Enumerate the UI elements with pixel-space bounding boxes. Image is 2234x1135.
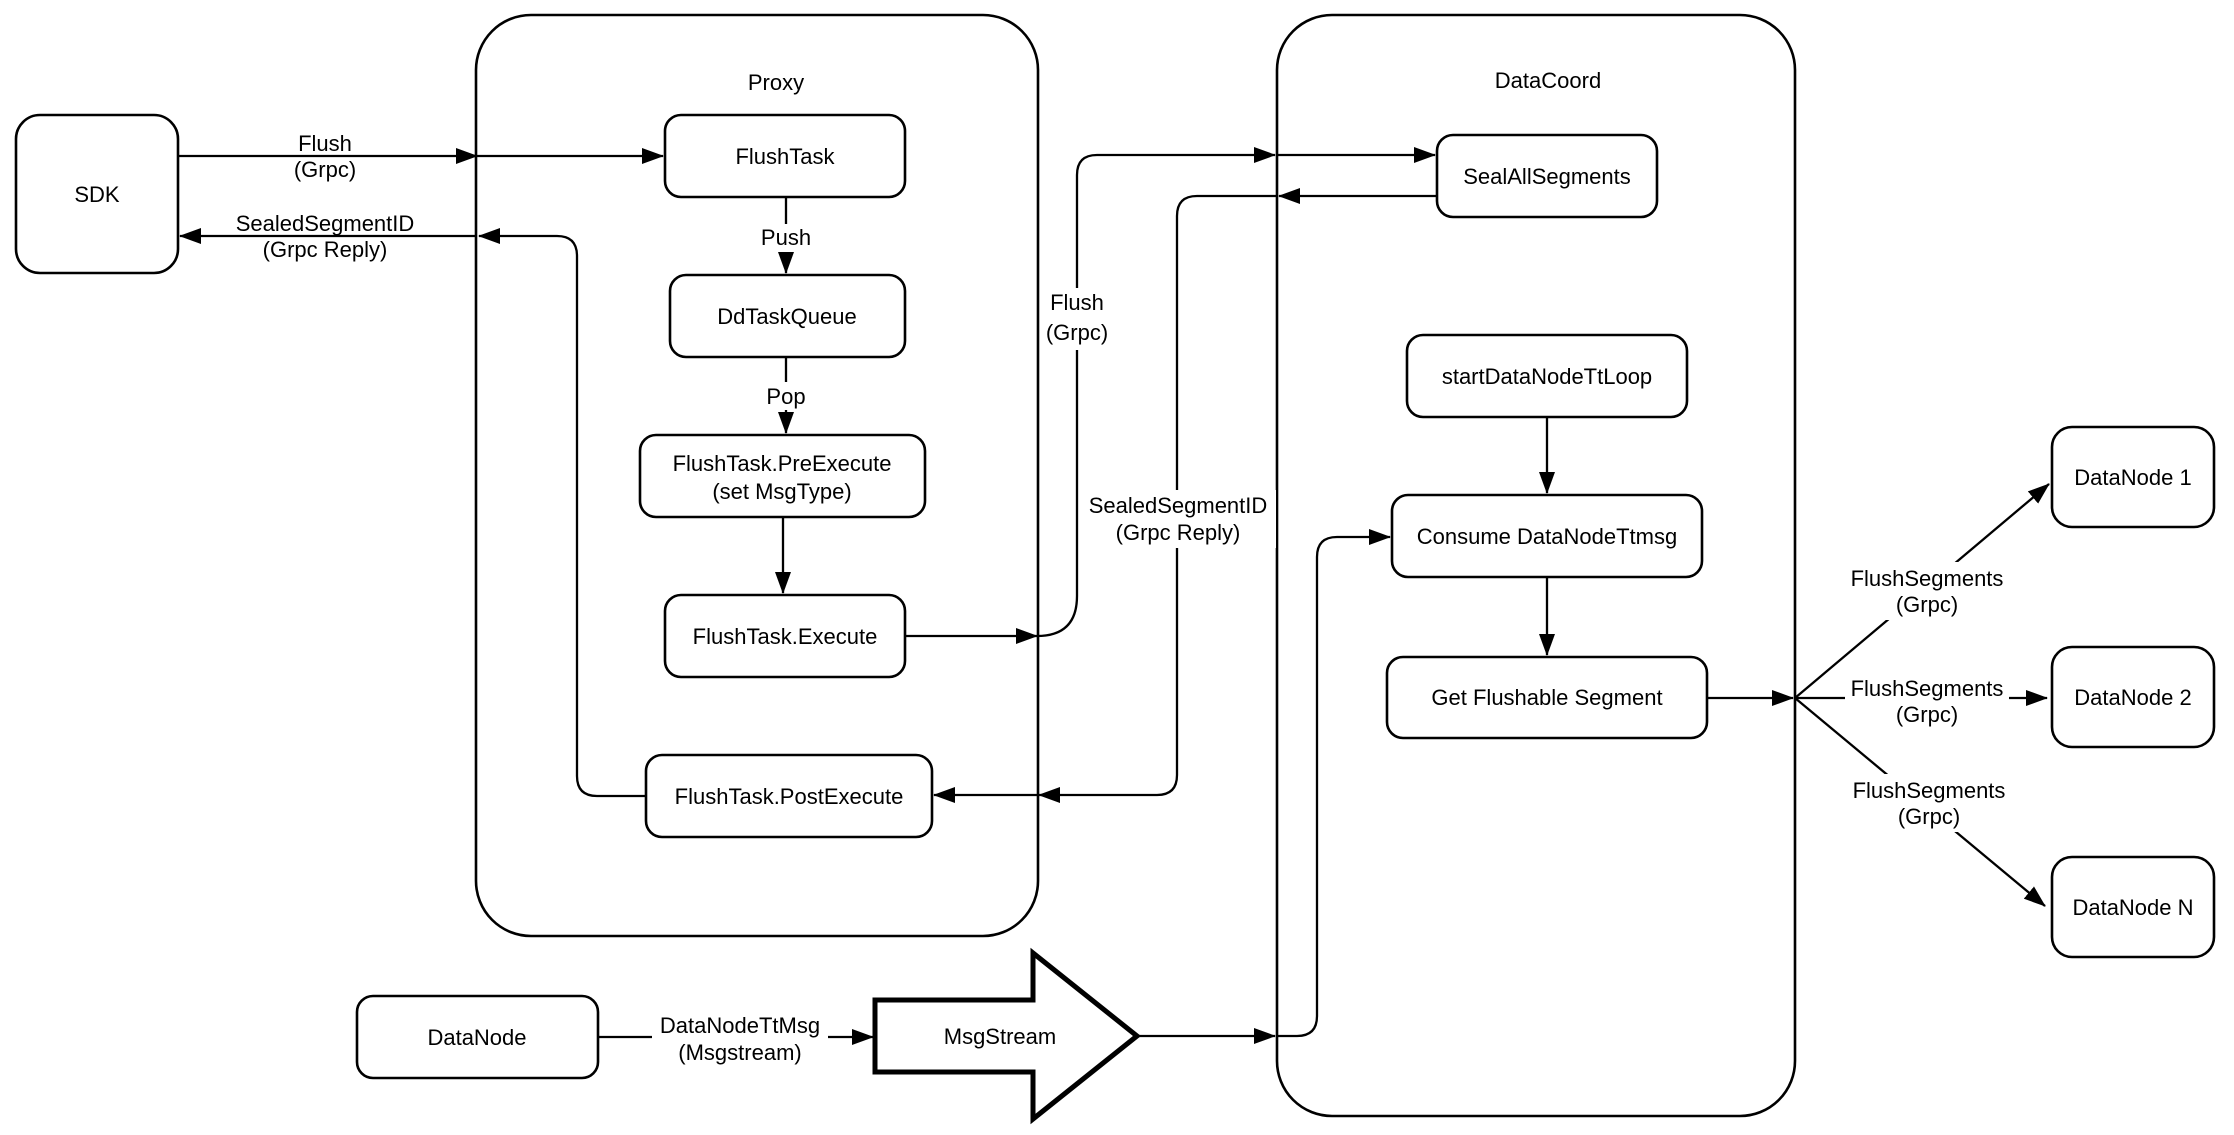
label-flushsegments3-bg (1845, 774, 2013, 832)
node-preexecute (638, 433, 927, 519)
node-postexecute (644, 753, 934, 839)
label-sdk-flush-line2: (Grpc) (294, 157, 356, 182)
node-sealallsegments (1435, 133, 1659, 219)
label-mid-reply-bg (1080, 490, 1276, 548)
node-startdatanodettloop (1405, 333, 1689, 419)
node-getflushablesegment-label: Get Flushable Segment (1431, 685, 1662, 710)
msgstream-block-arrow (872, 947, 1142, 1125)
node-datanoden-label: DataNode N (2072, 895, 2193, 920)
node-startdatanodettloop-label: startDataNodeTtLoop (1442, 364, 1652, 389)
edge-msgstream-into-consume (1277, 529, 1391, 1038)
node-postexecute-label: FlushTask.PostExecute (675, 784, 904, 809)
node-flushtask-label: FlushTask (735, 144, 835, 169)
edge-postexecute-up (478, 228, 646, 798)
node-flushtask (663, 113, 907, 199)
label-pop: Pop (766, 384, 805, 409)
datacoord-title: DataCoord (1495, 68, 1601, 93)
node-datanode2-label: DataNode 2 (2074, 685, 2191, 710)
proxy-title: Proxy (748, 70, 804, 95)
label-mid-reply-line1: SealedSegmentID (1089, 493, 1268, 518)
node-ddtaskqueue (668, 273, 907, 359)
node-execute (663, 593, 907, 679)
label-flushsegments2-line2: (Grpc) (1896, 702, 1958, 727)
label-flushsegments3-line2: (Grpc) (1898, 804, 1960, 829)
node-sdk-label: SDK (74, 182, 120, 207)
label-flushsegments2-line1: FlushSegments (1851, 676, 2004, 701)
label-flushsegments1-line2: (Grpc) (1896, 592, 1958, 617)
node-datanode-source-label: DataNode (427, 1025, 526, 1050)
label-sdk-reply-line1: SealedSegmentID (236, 211, 415, 236)
node-datanoden (2050, 855, 2216, 959)
label-mid-reply-line2: (Grpc Reply) (1116, 520, 1241, 545)
edge-labels: Flush (Grpc) SealedSegmentID (Grpc Reply… (236, 131, 2013, 1068)
label-flushsegments2-bg (1845, 672, 2009, 730)
label-ttmsg-line2: (Msgstream) (678, 1040, 801, 1065)
label-push-bg (756, 224, 816, 252)
node-consumedatanodettmsg-label: Consume DataNodeTtmsg (1417, 524, 1677, 549)
label-mid-flush-line1: Flush (1050, 290, 1104, 315)
node-execute-label: FlushTask.Execute (693, 624, 878, 649)
container-proxy (474, 13, 1040, 938)
label-mid-flush-line2: (Grpc) (1046, 320, 1108, 345)
label-flushsegments1-bg (1845, 562, 2009, 620)
node-sdk (14, 113, 180, 275)
edge-flush-grpc-up (1036, 147, 1276, 638)
node-preexecute-label1: FlushTask.PreExecute (673, 451, 892, 476)
node-sealallsegments-label: SealAllSegments (1463, 164, 1631, 189)
node-getflushablesegment (1385, 655, 1709, 740)
label-sdk-reply-line2: (Grpc Reply) (263, 237, 388, 262)
label-flushsegments1-line1: FlushSegments (1851, 566, 2004, 591)
node-datanode1 (2050, 425, 2216, 529)
label-ttmsg-bg (652, 1010, 828, 1068)
nodes: SDK FlushTask DdTaskQueue FlushTask.PreE… (14, 113, 2216, 1125)
node-datanode1-label: DataNode 1 (2074, 465, 2191, 490)
label-mid-flush-bg (1040, 288, 1114, 350)
node-ddtaskqueue-label: DdTaskQueue (717, 304, 856, 329)
label-pop-bg (760, 382, 812, 410)
label-flushsegments3-line1: FlushSegments (1853, 778, 2006, 803)
node-datanode-source (355, 994, 600, 1080)
label-push: Push (761, 225, 811, 250)
container-datacoord (1275, 13, 1797, 1118)
label-ttmsg-line1: DataNodeTtMsg (660, 1013, 820, 1038)
node-preexecute-label2: (set MsgType) (712, 479, 851, 504)
node-consumedatanodettmsg (1390, 493, 1704, 579)
node-datanode2 (2050, 645, 2216, 749)
msgstream-label: MsgStream (944, 1024, 1056, 1049)
edges (178, 147, 2050, 1045)
label-sdk-flush-line1: Flush (298, 131, 352, 156)
